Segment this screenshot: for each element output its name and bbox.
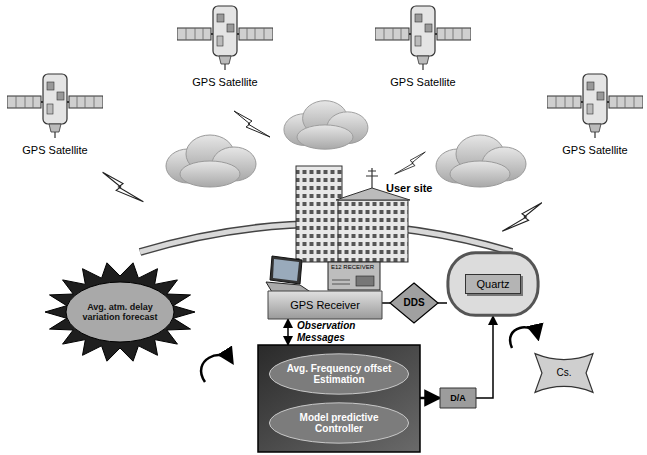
edge-label: Observation Messages [296,320,366,344]
connector [287,319,289,345]
laptop [266,256,312,293]
forecast-starburst-text: Avg. atm. delay variation forecast [81,302,159,323]
cesium-standard-text: Cs. [557,367,572,379]
receiver-board [328,262,380,290]
satellite-label: GPS Satellite [390,76,455,88]
cloud [166,101,526,187]
satellite-label: GPS Satellite [22,144,87,156]
controller-ellipse-text: Model predictive Controller [286,412,392,435]
cesium-standard: Cs. [535,352,593,394]
forecast-starburst: Avg. atm. delay variation forecast [45,262,195,362]
connector [382,302,390,304]
connector [438,302,447,304]
connector [420,397,440,400]
da-converter: D/A [440,388,476,408]
site-label: User site [386,182,432,194]
connector [476,316,493,398]
board-label: E12 RECEIVER [331,264,374,270]
building [296,166,410,262]
estimation-ellipse: Avg. Frequency offset Estimation [268,353,410,395]
satellite-label: GPS Satellite [192,76,257,88]
receiver-box: GPS Receiver [268,291,382,319]
da-converter-outline [440,388,476,408]
quartz-oscillator-outline [447,252,539,316]
dds-diamond: DDS [390,283,438,323]
dds-diamond-outline [390,283,438,323]
controller-ellipse-outline [268,402,410,444]
dds-diamond-text: DDS [403,297,424,309]
satellite-label: GPS Satellite [562,144,627,156]
quartz-oscillator: Quartz [447,252,539,316]
controller-box: Avg. Frequency offset EstimationModel pr… [258,345,420,452]
receiver-box-outline [268,291,382,319]
controller-box-outline [258,345,420,452]
curved-arrow [201,327,538,382]
estimation-ellipse-outline [268,353,410,395]
da-converter-text: D/A [450,393,466,403]
forecast-starburst-outline [45,262,195,362]
estimation-ellipse-text: Avg. Frequency offset Estimation [286,363,392,386]
cesium-standard-outline [535,352,593,394]
controller-ellipse: Model predictive Controller [268,402,410,444]
quartz-oscillator-text: Quartz [465,274,520,295]
receiver-box-text: GPS Receiver [290,299,360,312]
